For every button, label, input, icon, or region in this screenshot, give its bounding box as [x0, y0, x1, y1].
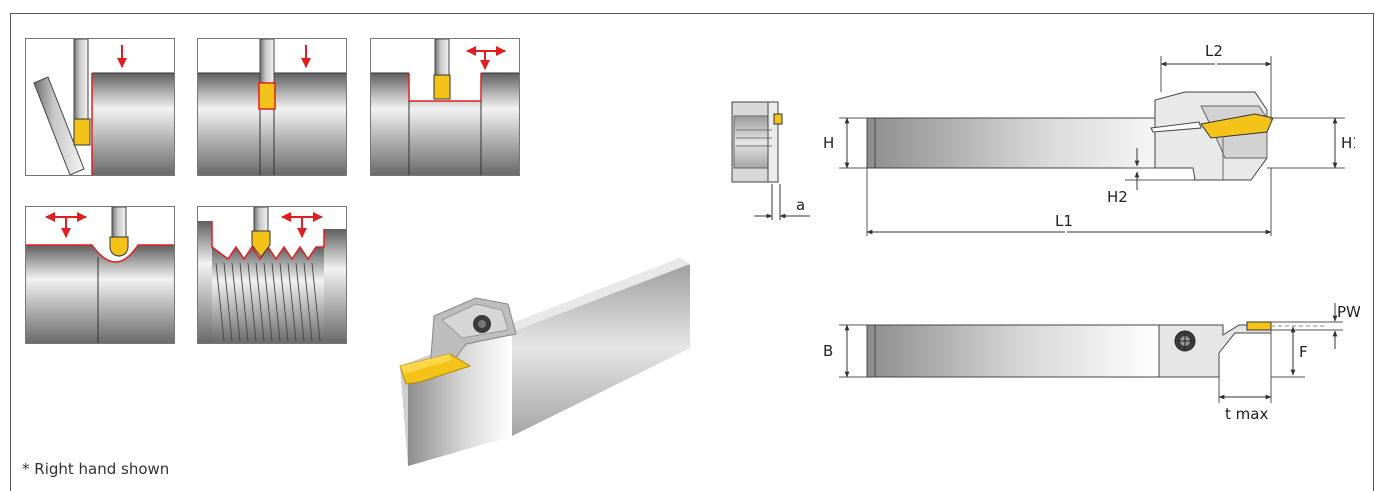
dimension-label-l2: L2	[1205, 42, 1223, 60]
operation-panel-face-grooving	[25, 38, 175, 176]
top-view-diagram: B PW F t max	[815, 295, 1360, 430]
dimension-label-h2: H2	[1107, 188, 1128, 206]
operation-panel-threading	[197, 206, 347, 344]
dimension-label-f: F	[1299, 343, 1308, 361]
footnote-right-hand: * Right hand shown	[22, 460, 170, 478]
page-title-strip	[0, 0, 1379, 14]
dimension-label-h: H	[823, 134, 834, 152]
side-view-diagram: L2 H H1 H2 L1	[815, 40, 1355, 245]
operation-panel-profiling	[25, 206, 175, 344]
end-view-diagram: a	[720, 92, 830, 232]
dimension-label-tmax: t max	[1225, 405, 1268, 423]
dimension-label-b: B	[823, 342, 833, 360]
operation-panel-grooving	[197, 38, 347, 176]
tool-holder-illustration	[390, 258, 710, 468]
dimension-label-pw: PW	[1337, 303, 1360, 321]
dimension-label-h1: H1	[1341, 134, 1355, 152]
dimension-label-l1: L1	[1055, 212, 1073, 230]
operation-panel-groove-turning	[370, 38, 520, 176]
dimension-label-a: a	[796, 196, 805, 214]
content-frame	[10, 13, 1374, 491]
